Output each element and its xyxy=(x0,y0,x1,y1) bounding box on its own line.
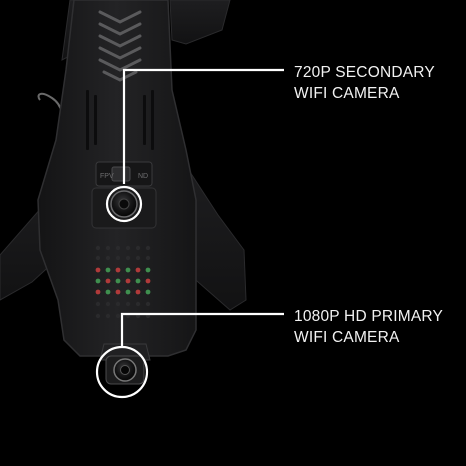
switch-label-left: FPV xyxy=(100,173,114,180)
callout-line-primary xyxy=(95,312,284,399)
primary-camera-label: 1080P HD PRIMARY WIFI CAMERA xyxy=(294,306,443,348)
led-grid xyxy=(95,245,151,319)
primary-camera-label-line1: 1080P HD PRIMARY xyxy=(294,308,444,325)
top-vents xyxy=(98,10,142,82)
secondary-camera-label: 720P SECONDARY WIFI CAMERA xyxy=(294,62,435,104)
primary-camera-label-line2: WIFI CAMERA xyxy=(294,329,400,346)
top-right-arm xyxy=(169,0,231,45)
side-slots xyxy=(86,90,154,150)
secondary-camera-label-line1: 720P SECONDARY xyxy=(294,64,435,81)
secondary-camera-label-line2: WIFI CAMERA xyxy=(294,85,400,102)
mode-switch xyxy=(111,166,131,182)
callout-line-secondary xyxy=(105,68,284,223)
switch-label-right: ND xyxy=(138,173,148,180)
